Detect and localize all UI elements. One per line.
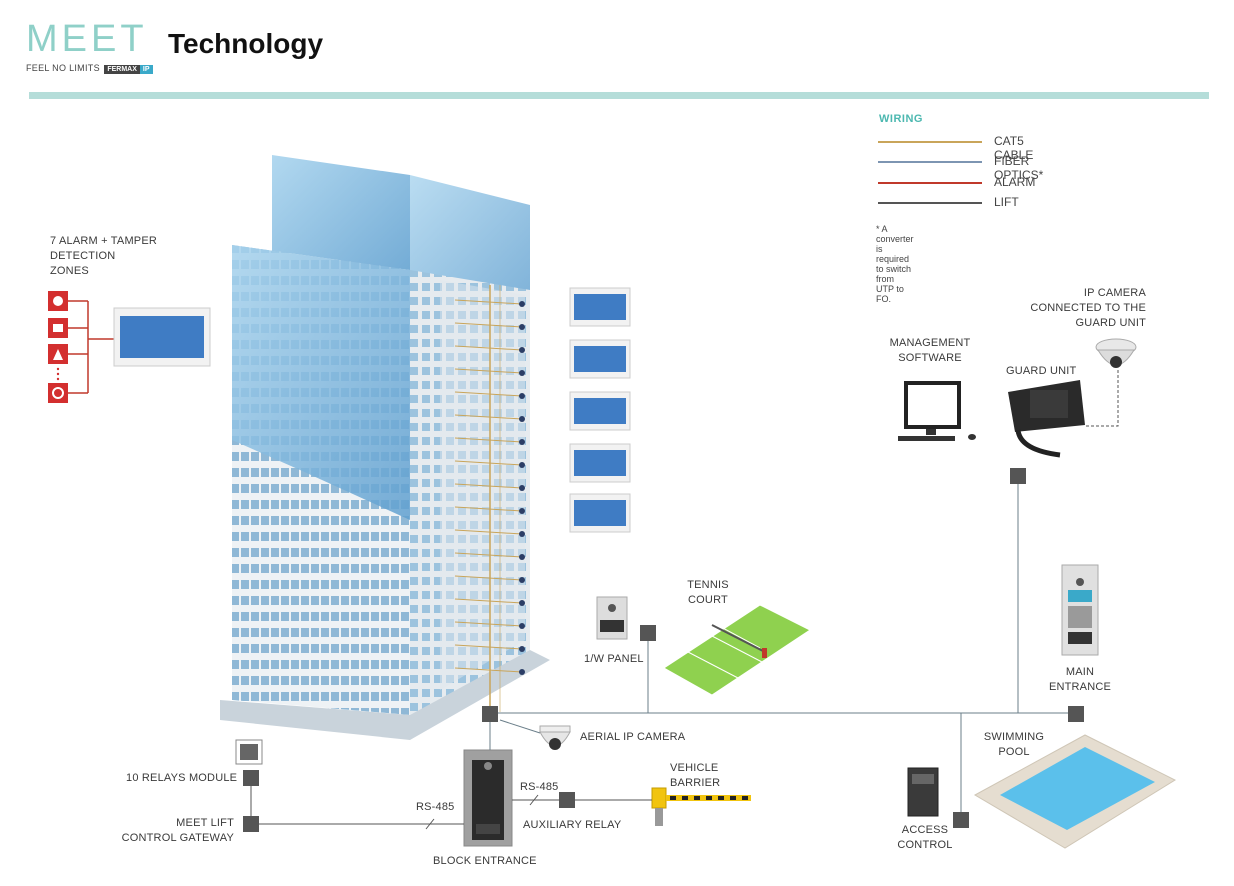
swimming-pool: [973, 734, 1177, 849]
label-vehicle-barrier: VEHICLE BARRIER: [670, 762, 721, 789]
page-title: Technology: [168, 28, 324, 59]
floor-tap-node: [519, 439, 525, 445]
label-management-software: MANAGEMENT SOFTWARE: [889, 337, 971, 364]
floor-tap-node: [519, 370, 525, 376]
logo-ip: IP: [139, 65, 153, 74]
floor-tap-node: [519, 347, 525, 353]
floor-tap-node: [519, 669, 525, 675]
alarm-wiring: [68, 300, 114, 394]
node-access-control: [953, 812, 969, 828]
one-w-panel-device: [596, 596, 628, 640]
floor-tap-line: [454, 483, 523, 489]
floor-tap-line: [454, 506, 523, 512]
floor-tap-line: [454, 575, 523, 581]
floor-tap-line: [454, 437, 523, 443]
label-guard-unit: GUARD UNIT: [1006, 365, 1077, 377]
floor-tap-node: [519, 531, 525, 537]
label-access-control: ACCESS CONTROL: [897, 824, 953, 851]
floor-tap-node: [519, 301, 525, 307]
floor-tap-node: [519, 508, 525, 514]
node-lift-gateway: [243, 816, 259, 832]
building-floor-taps: [454, 299, 525, 675]
node-auxiliary-relay: [559, 792, 575, 808]
label-block-entrance: BLOCK ENTRANCE: [433, 855, 537, 867]
label-main-entrance: MAIN ENTRANCE: [1048, 666, 1112, 693]
label-relays-module: 10 RELAYS MODULE: [126, 772, 238, 784]
floor-tap-node: [519, 646, 525, 652]
guard-unit-device: [1008, 380, 1085, 458]
floor-tap-node: [519, 462, 525, 468]
node-building: [482, 706, 498, 722]
floor-tap-node: [519, 485, 525, 491]
floor-tap-line: [454, 345, 523, 351]
floor-tap-line: [454, 414, 523, 420]
floor-tap-node: [519, 600, 525, 606]
floor-tap-node: [519, 577, 525, 583]
relays-module-device: [235, 739, 263, 765]
building-tower: [220, 155, 550, 740]
label-one-w-panel: 1/W PANEL: [584, 653, 644, 665]
floor-tap-line: [454, 667, 523, 673]
floor-tap-line: [454, 391, 523, 397]
access-control-device: [907, 767, 939, 817]
floor-tap-node: [519, 393, 525, 399]
floor-tap-line: [454, 644, 523, 650]
legend-swatch-fiber: [878, 161, 982, 163]
floor-tap-line: [454, 621, 523, 627]
header-divider: [29, 92, 1209, 99]
node-relays-module: [243, 770, 259, 786]
label-rs485-left: RS-485: [416, 801, 455, 813]
legend-note: * A converter is required to switch from…: [876, 224, 914, 304]
label-lift-gateway: MEET LIFT CONTROL GATEWAY: [121, 817, 234, 844]
network-wiring: [489, 478, 1076, 820]
vehicle-barrier-device: [651, 787, 751, 826]
logo-brand: FERMAX: [104, 65, 140, 74]
guard-ip-camera: [1084, 338, 1137, 427]
floor-tap-line: [454, 460, 523, 466]
label-rs485-right: RS-485: [520, 781, 559, 793]
aerial-ip-camera-device: [539, 725, 571, 750]
label-ip-camera-guard: IP CAMERA CONNECTED TO THE GUARD UNIT: [1030, 287, 1146, 329]
label-tennis-court: TENNIS COURT: [687, 579, 729, 606]
floor-tap-node: [519, 623, 525, 629]
alarm-zone-icons: [48, 291, 68, 403]
floor-tap-line: [454, 552, 523, 558]
monitor-stack: [569, 287, 631, 533]
label-swimming-pool: SWIMMING POOL: [983, 731, 1045, 758]
block-entrance-panel-device: [463, 749, 513, 847]
floor-tap-line: [454, 368, 523, 374]
logo-wordmark: MEET: [26, 18, 148, 60]
node-main-entrance: [1068, 706, 1084, 722]
tennis-court: [663, 604, 811, 696]
legend-label-lift: LIFT: [994, 195, 1019, 209]
floor-tap-line: [454, 529, 523, 535]
legend-label-cat5: CAT5 CABLE: [994, 134, 1034, 162]
floor-tap-node: [519, 416, 525, 422]
label-alarm-zones: 7 ALARM + TAMPER DETECTION ZONES: [50, 235, 158, 277]
main-entrance-panel-device: [1061, 564, 1099, 656]
floor-tap-line: [454, 299, 523, 305]
floor-tap-line: [454, 322, 523, 328]
building-cat5-riser: [489, 285, 501, 712]
management-computer: [898, 381, 976, 441]
floor-tap-line: [454, 598, 523, 604]
legend-swatch-lift: [878, 202, 982, 204]
alarm-monitor: [113, 307, 211, 367]
label-aerial-ip-camera: AERIAL IP CAMERA: [580, 731, 686, 743]
logo-tagline: FEEL NO LIMITS: [26, 63, 100, 73]
legend-swatch-alarm: [878, 182, 982, 184]
label-auxiliary-relay: AUXILIARY RELAY: [523, 819, 622, 831]
floor-tap-node: [519, 554, 525, 560]
legend-label-fiber: FIBER OPTICS*: [994, 154, 1044, 182]
floor-tap-node: [519, 324, 525, 330]
legend-swatch-cat5: [878, 141, 982, 143]
node-one-w-panel: [640, 625, 656, 641]
node-guard-unit: [1010, 468, 1026, 484]
legend-label-alarm: ALARM: [994, 175, 1036, 189]
legend-title: WIRING: [879, 113, 923, 125]
